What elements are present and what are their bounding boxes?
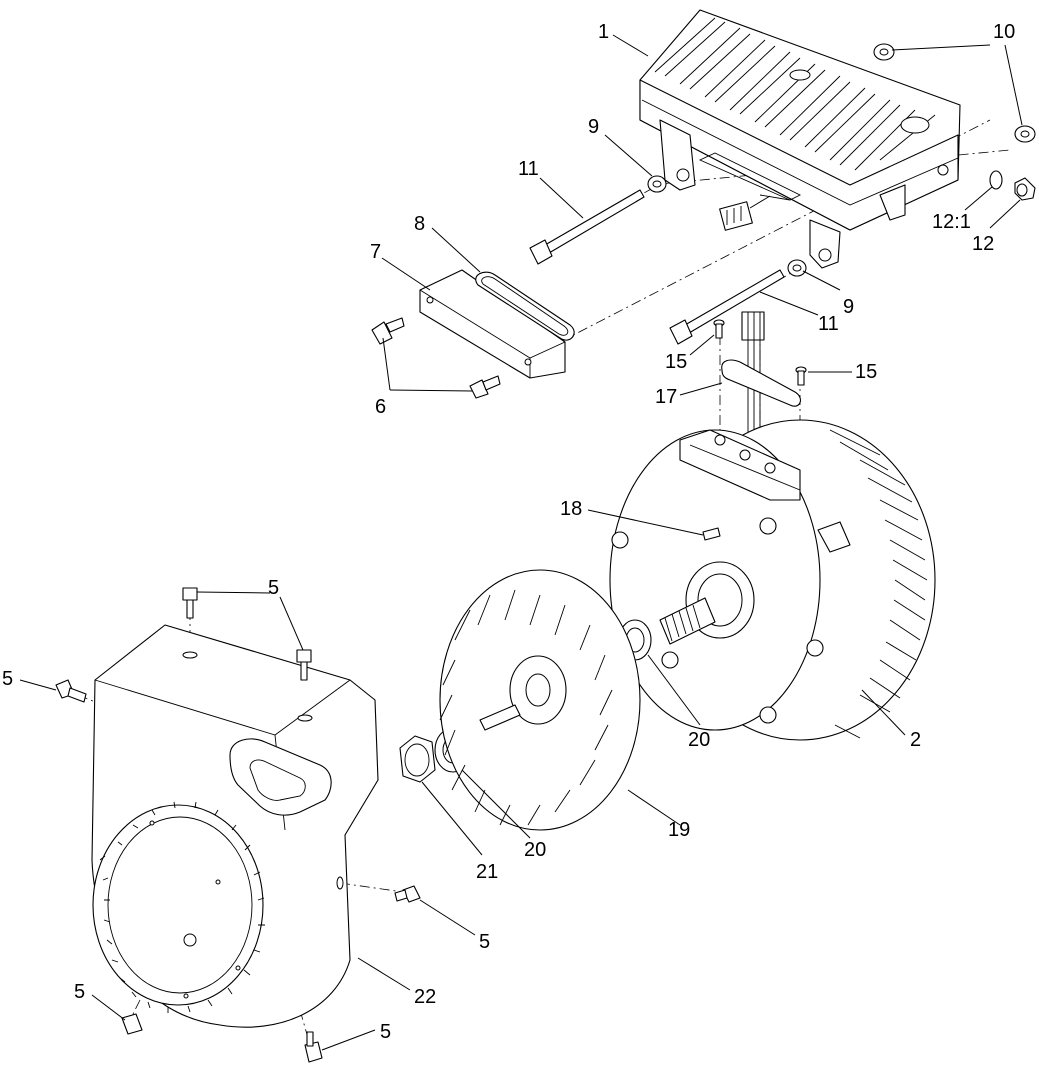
controller-housing xyxy=(639,9,961,269)
bolt-5-left xyxy=(55,679,87,703)
washer-9-lower xyxy=(787,259,807,277)
bracket-plate-7 xyxy=(419,269,566,379)
bolt-6-upper xyxy=(371,317,405,345)
callout-22: 22 xyxy=(414,986,436,1008)
callout-9-upper: 9 xyxy=(588,116,599,138)
callout-6: 6 xyxy=(375,396,386,418)
bolt-5-top-left xyxy=(182,587,198,619)
bolt-5-bottom-left xyxy=(121,1013,143,1035)
callout-18: 18 xyxy=(560,498,582,520)
bolt-5-top-right xyxy=(296,649,312,681)
nut-10-lower xyxy=(1014,125,1036,143)
bolt-11-lower xyxy=(669,269,785,345)
callout-15-left: 15 xyxy=(665,351,687,373)
callout-5-bottom-left: 5 xyxy=(74,981,85,1003)
callout-5-right: 5 xyxy=(479,931,490,953)
bolt-5-right xyxy=(394,885,421,903)
o-ring-12-1 xyxy=(989,170,1003,190)
fan-19 xyxy=(439,569,641,831)
callout-8: 8 xyxy=(414,213,425,235)
callout-19: 19 xyxy=(668,819,690,841)
callout-12: 12 xyxy=(972,233,994,255)
bolt-6-lower xyxy=(469,375,501,399)
callout-7: 7 xyxy=(370,241,381,263)
controller-connector xyxy=(719,195,771,231)
gasket-8 xyxy=(475,271,575,341)
plug-12 xyxy=(1014,177,1036,201)
motor-2 xyxy=(609,419,936,741)
washer-9-upper xyxy=(647,175,667,193)
callout-10: 10 xyxy=(993,21,1015,43)
bolt-11-upper xyxy=(529,189,645,265)
callout-12-1: 12:1 xyxy=(932,211,971,233)
callout-9-lower: 9 xyxy=(843,296,854,318)
callout-17: 17 xyxy=(655,386,677,408)
callout-2: 2 xyxy=(910,729,921,751)
leader-lines xyxy=(19,34,1023,1051)
key-18 xyxy=(702,527,721,541)
callout-15-right: 15 xyxy=(855,361,877,383)
callout-5-top: 5 xyxy=(268,577,279,599)
callout-labels: 1 10 9 11 8 7 12:1 12 9 11 15 15 17 6 18… xyxy=(2,21,1015,1043)
bolt-5-bottom xyxy=(304,1031,323,1063)
screw-15-left xyxy=(713,319,725,339)
fan-shroud-22 xyxy=(91,624,379,1028)
hex-nut-21 xyxy=(399,735,436,783)
nut-10-upper xyxy=(873,43,895,61)
screw-15-right xyxy=(795,366,807,386)
callout-11-upper: 11 xyxy=(518,158,539,180)
callout-21: 21 xyxy=(476,861,498,883)
callout-1: 1 xyxy=(598,21,609,43)
callout-20-right: 20 xyxy=(688,729,710,751)
seal-17 xyxy=(721,359,801,407)
motor-connector xyxy=(741,311,765,440)
callout-5-left: 5 xyxy=(2,668,13,690)
callout-20-left: 20 xyxy=(524,839,546,861)
callout-5-bottom: 5 xyxy=(380,1021,391,1043)
callout-11-lower: 11 xyxy=(818,313,839,335)
